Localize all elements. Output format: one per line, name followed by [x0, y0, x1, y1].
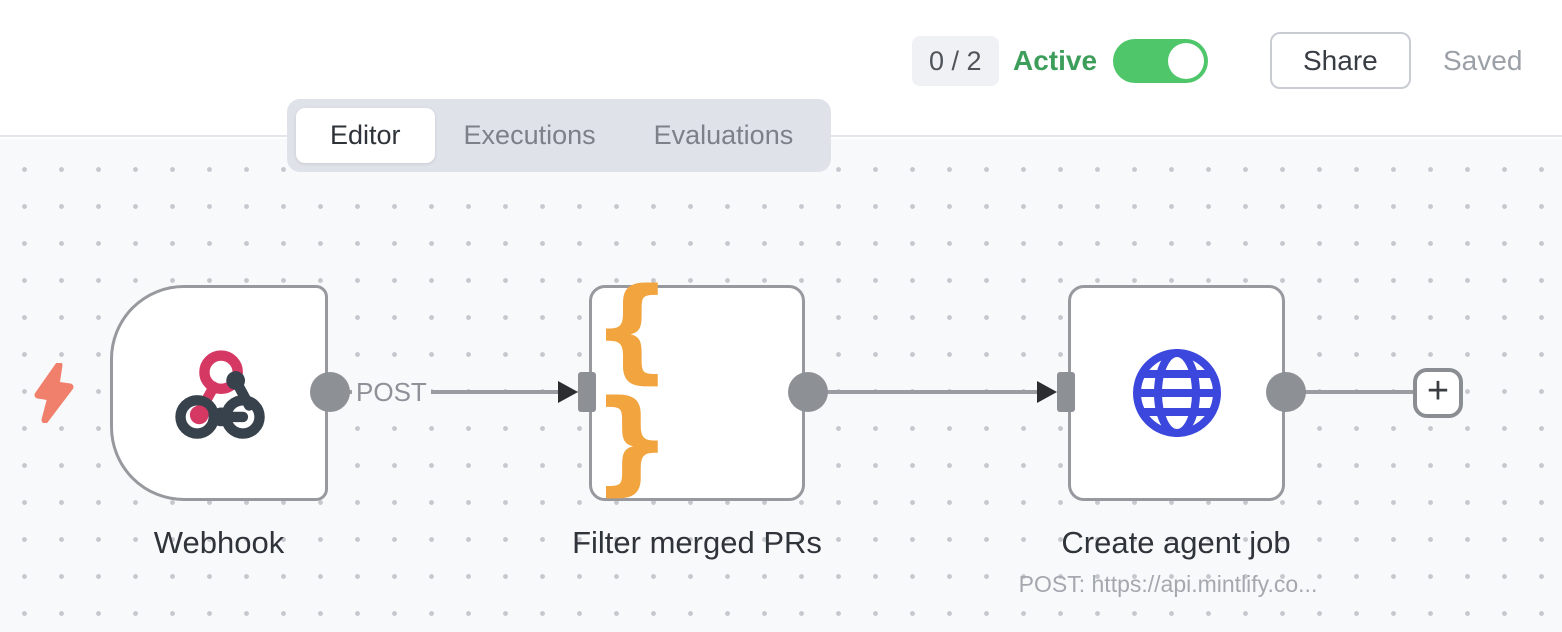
- add-node-button[interactable]: +: [1413, 368, 1463, 418]
- connection-arrowhead: [558, 381, 578, 403]
- connection-arrowhead: [1037, 381, 1057, 403]
- active-label: Active: [1013, 45, 1098, 76]
- trigger-bolt-icon: [34, 363, 74, 423]
- webhook-output-port[interactable]: [310, 372, 350, 412]
- tab-evaluations[interactable]: Evaluations: [653, 120, 794, 150]
- node-label-filter[interactable]: Filter merged PRs: [572, 525, 822, 560]
- filter-output-port[interactable]: [788, 372, 828, 412]
- node-label-webhook[interactable]: Webhook: [153, 525, 285, 560]
- active-toggle[interactable]: [1113, 39, 1208, 83]
- toggle-knob: [1168, 43, 1204, 79]
- connection-filter-create[interactable]: [808, 390, 1038, 394]
- curly-braces-icon: { }: [592, 265, 678, 507]
- node-filter-merged-prs[interactable]: { }: [589, 274, 805, 501]
- connection-webhook-filter[interactable]: [330, 390, 560, 394]
- connection-create-add[interactable]: [1286, 390, 1415, 394]
- globe-icon: [1132, 349, 1221, 437]
- saved-status: Saved: [1443, 45, 1523, 76]
- node-label-create[interactable]: Create agent job: [1061, 525, 1291, 560]
- workflow-canvas[interactable]: POST { } + Webhook Filter merged PRs Cre…: [0, 139, 1562, 632]
- create-output-port[interactable]: [1266, 372, 1306, 412]
- filter-input-port[interactable]: [578, 372, 596, 412]
- share-button[interactable]: Share: [1270, 32, 1411, 89]
- tab-executions[interactable]: Executions: [463, 120, 596, 150]
- view-tabbar: Editor Executions Evaluations: [287, 99, 832, 172]
- workflow-issues-badge[interactable]: 0 / 2: [912, 36, 999, 86]
- create-input-port[interactable]: [1057, 372, 1075, 412]
- webhook-output-label: POST: [352, 376, 431, 408]
- node-subtitle-create: POST: https://api.mintlify.co...: [1018, 571, 1318, 597]
- node-create-agent-job[interactable]: [1068, 285, 1285, 501]
- node-webhook[interactable]: [110, 285, 328, 501]
- tab-editor[interactable]: Editor: [296, 108, 435, 163]
- webhook-icon: [175, 350, 265, 439]
